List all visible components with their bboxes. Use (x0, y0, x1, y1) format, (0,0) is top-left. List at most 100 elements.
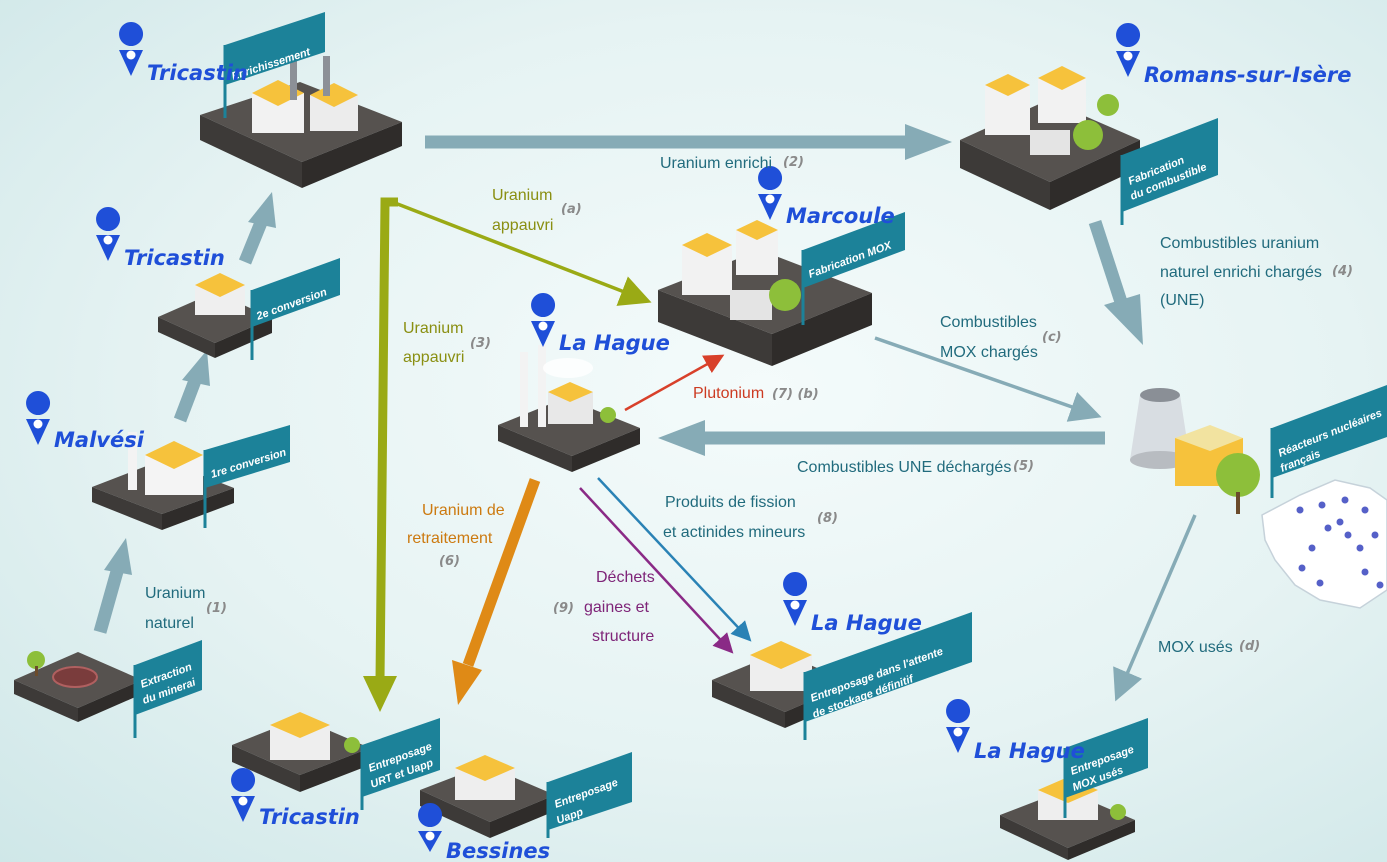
site-label: Tricastin (147, 61, 248, 85)
svg-text:MOX usés: MOX usés (1158, 639, 1233, 656)
site-label: La Hague (559, 331, 670, 355)
label-uranium-appauvri-3: Uranium appauvri (3) (403, 320, 491, 366)
svg-text:appauvri: appauvri (492, 217, 553, 234)
svg-text:Produits de fission: Produits de fission (665, 494, 796, 511)
svg-text:(3): (3) (470, 336, 491, 351)
pin-marcoule: Marcoule (758, 166, 895, 228)
label-mox-charges: Combustibles MOX chargés (c) (940, 314, 1062, 361)
svg-text:Uranium de: Uranium de (422, 502, 505, 519)
svg-text:(5): (5) (1013, 459, 1034, 474)
flag-extraction: Extraction du minerai (133, 640, 202, 738)
arrow-extraction-to-malvesi (93, 538, 132, 634)
arrow-dechets (579, 487, 734, 654)
arrow-tricastin-to-enrichment (238, 192, 276, 265)
arrow-uranium-appauvri-a (394, 201, 652, 306)
svg-text:Uranium enrichi: Uranium enrichi (660, 155, 772, 172)
site-label: Malvési (54, 428, 145, 452)
label-dechets: Déchets gaines et structure (9) (553, 569, 655, 645)
label-uranium-retraitement: Uranium de retraitement (6) (407, 502, 505, 569)
arrow-reactors-to-lahague (658, 420, 1105, 456)
arrow-enrichment-to-romans (425, 124, 952, 160)
svg-text:structure: structure (592, 628, 654, 645)
pin-romans: Romans-sur-Isère (1116, 23, 1351, 87)
svg-text:Uranium: Uranium (492, 187, 552, 204)
arrow-plutonium (624, 354, 725, 412)
svg-text:(UNE): (UNE) (1160, 292, 1204, 309)
flag-bessines: Entreposage Uapp (546, 752, 632, 838)
site-tricastin-enrichment (200, 56, 402, 188)
arrow-mox-uses (1113, 514, 1197, 702)
svg-text:(6): (6) (439, 554, 460, 569)
arrows (93, 124, 1197, 712)
svg-text:Uranium: Uranium (145, 585, 205, 602)
svg-text:gaines et: gaines et (584, 599, 649, 616)
svg-text:(a): (a) (561, 202, 582, 217)
site-la-hague-processing (498, 345, 640, 472)
svg-text:Uranium: Uranium (403, 320, 463, 337)
flag-reacteurs: Réacteurs nucléaires français (1270, 385, 1387, 498)
site-label: Bessines (446, 839, 550, 862)
label-uranium-naturel: Uranium naturel (1) (145, 585, 227, 632)
svg-text:(9): (9) (553, 601, 574, 616)
arrow-malvesi-to-tricastin (173, 350, 210, 423)
label-uranium-enrichi: Uranium enrichi (2) (660, 155, 804, 172)
svg-text:(c): (c) (1042, 330, 1062, 345)
svg-text:Combustibles: Combustibles (940, 314, 1037, 331)
site-label: La Hague (811, 611, 922, 635)
site-label: La Hague (974, 739, 1085, 763)
svg-text:Plutonium: Plutonium (693, 385, 764, 402)
svg-text:MOX chargés: MOX chargés (940, 344, 1038, 361)
site-extraction (14, 651, 142, 722)
svg-text:(d): (d) (1239, 639, 1260, 654)
svg-text:Déchets: Déchets (596, 569, 655, 586)
site-label: Tricastin (124, 246, 225, 270)
flag-1re-conversion: 1re conversion (203, 425, 290, 528)
site-tricastin-conversion (158, 273, 272, 358)
label-plutonium: Plutonium (7) (b) (693, 385, 819, 402)
svg-text:naturel enrichi chargés: naturel enrichi chargés (1160, 264, 1322, 281)
label-combustibles-une: Combustibles uranium naturel enrichi cha… (1160, 235, 1353, 309)
arrow-mox-charges (874, 336, 1102, 422)
site-label: Marcoule (786, 204, 895, 228)
svg-text:retraitement: retraitement (407, 530, 493, 547)
arrow-uranium-retraitement (452, 478, 541, 705)
site-malvesi (92, 432, 234, 530)
label-uranium-appauvri-a: Uranium appauvri (a) (492, 187, 582, 234)
svg-text:(4): (4) (1332, 264, 1353, 279)
flag-2e-conversion: 2e conversion (250, 258, 340, 360)
site-label: Tricastin (259, 805, 360, 829)
svg-text:(1): (1) (206, 601, 227, 616)
france-map (1261, 479, 1387, 609)
pin-bessines: Bessines (418, 803, 550, 862)
label-produits-fission: Produits de fission et actinides mineurs… (663, 494, 838, 541)
site-marcoule (658, 220, 872, 366)
site-bessines (420, 755, 555, 838)
label-une-decharges: Combustibles UNE déchargés (5) (797, 459, 1034, 476)
svg-text:naturel: naturel (145, 615, 194, 632)
pin-la-hague-mox: La Hague (946, 699, 1085, 763)
pin-la-hague-processing: La Hague (531, 293, 670, 355)
svg-text:Combustibles uranium: Combustibles uranium (1160, 235, 1319, 252)
flow-labels: Uranium naturel (1) Uranium enrichi (2) … (145, 155, 1353, 656)
arrow-produits-fission (597, 477, 752, 642)
site-tricastin-storage (232, 712, 370, 792)
site-romans (960, 66, 1140, 210)
pin-la-hague-storage: La Hague (783, 572, 922, 635)
arrow-romans-to-reactors (1088, 219, 1143, 345)
site-label: Romans-sur-Isère (1144, 63, 1351, 87)
svg-text:(2): (2) (783, 155, 804, 170)
pin-tricastin-storage: Tricastin (231, 768, 360, 829)
label-mox-uses: MOX usés (d) (1158, 639, 1260, 656)
svg-text:(7) (b): (7) (b) (772, 387, 819, 402)
pin-tricastin-enrichment: Tricastin (119, 22, 248, 85)
site-reacteurs (1130, 388, 1260, 514)
flag-la-hague-mox: Entreposage MOX usés (1063, 718, 1148, 818)
svg-text:appauvri: appauvri (403, 349, 464, 366)
arrow-uranium-appauvri-3 (363, 197, 398, 712)
svg-text:et actinides mineurs: et actinides mineurs (663, 524, 805, 541)
pin-tricastin-conversion: Tricastin (96, 207, 225, 270)
svg-text:Combustibles UNE déchargés: Combustibles UNE déchargés (797, 459, 1011, 476)
svg-text:(8): (8) (817, 511, 838, 526)
flag-romans: Fabrication du combustible (1120, 118, 1218, 225)
